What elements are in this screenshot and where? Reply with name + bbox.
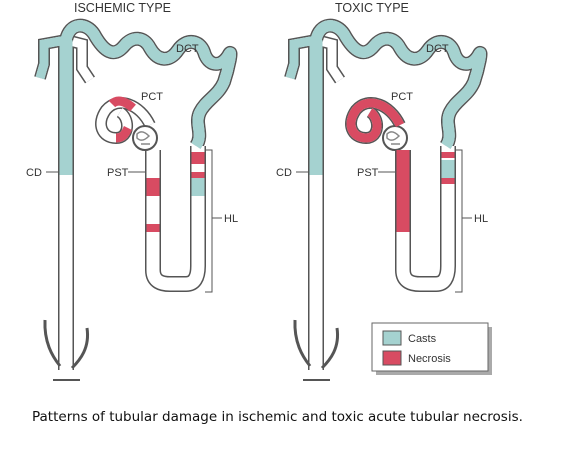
figure-caption: Patterns of tubular damage in ischemic a… — [32, 409, 523, 425]
ischemic-necrosis-pct-2 — [115, 125, 133, 143]
ischemic-label-dct: DCT — [176, 43, 199, 55]
toxic-title: TOXIC TYPE — [335, 1, 409, 15]
legend-item-necrosis: Necrosis — [382, 350, 451, 366]
ischemic-necrosis-pct-1 — [108, 96, 136, 112]
ischemic-label-pst: PST — [107, 167, 129, 179]
toxic-label-dct: DCT — [426, 43, 449, 55]
ischemic-label-pct: PCT — [141, 91, 163, 103]
legend-item-casts: Casts — [382, 330, 437, 346]
toxic-cast-branch — [285, 35, 317, 80]
toxic-cast-dct — [310, 20, 486, 150]
toxic-label-cd: CD — [276, 167, 292, 179]
legend: Casts Necrosis — [371, 322, 492, 375]
ischemic-cast-dct — [60, 20, 236, 150]
legend-swatch-casts — [382, 330, 402, 346]
nephron-figure: ISCHEMIC TYPE DCT PCT CD PST HL TOXIC TY… — [26, 1, 492, 400]
legend-label-casts: Casts — [408, 333, 437, 345]
ischemic-label-cd: CD — [26, 167, 42, 179]
toxic-panel: TOXIC TYPE DCT PCT CD PST HL — [276, 1, 488, 380]
ischemic-panel: ISCHEMIC TYPE DCT PCT CD PST HL — [26, 1, 238, 380]
toxic-label-hl: HL — [474, 213, 488, 225]
ischemic-title: ISCHEMIC TYPE — [74, 1, 171, 15]
legend-label-necrosis: Necrosis — [408, 353, 451, 365]
toxic-label-pct: PCT — [391, 91, 413, 103]
ischemic-label-hl: HL — [224, 213, 238, 225]
toxic-label-pst: PST — [357, 167, 379, 179]
toxic-necrosis-pct — [346, 98, 405, 143]
legend-swatch-necrosis — [382, 350, 402, 366]
ischemic-cast-branch — [35, 35, 67, 80]
